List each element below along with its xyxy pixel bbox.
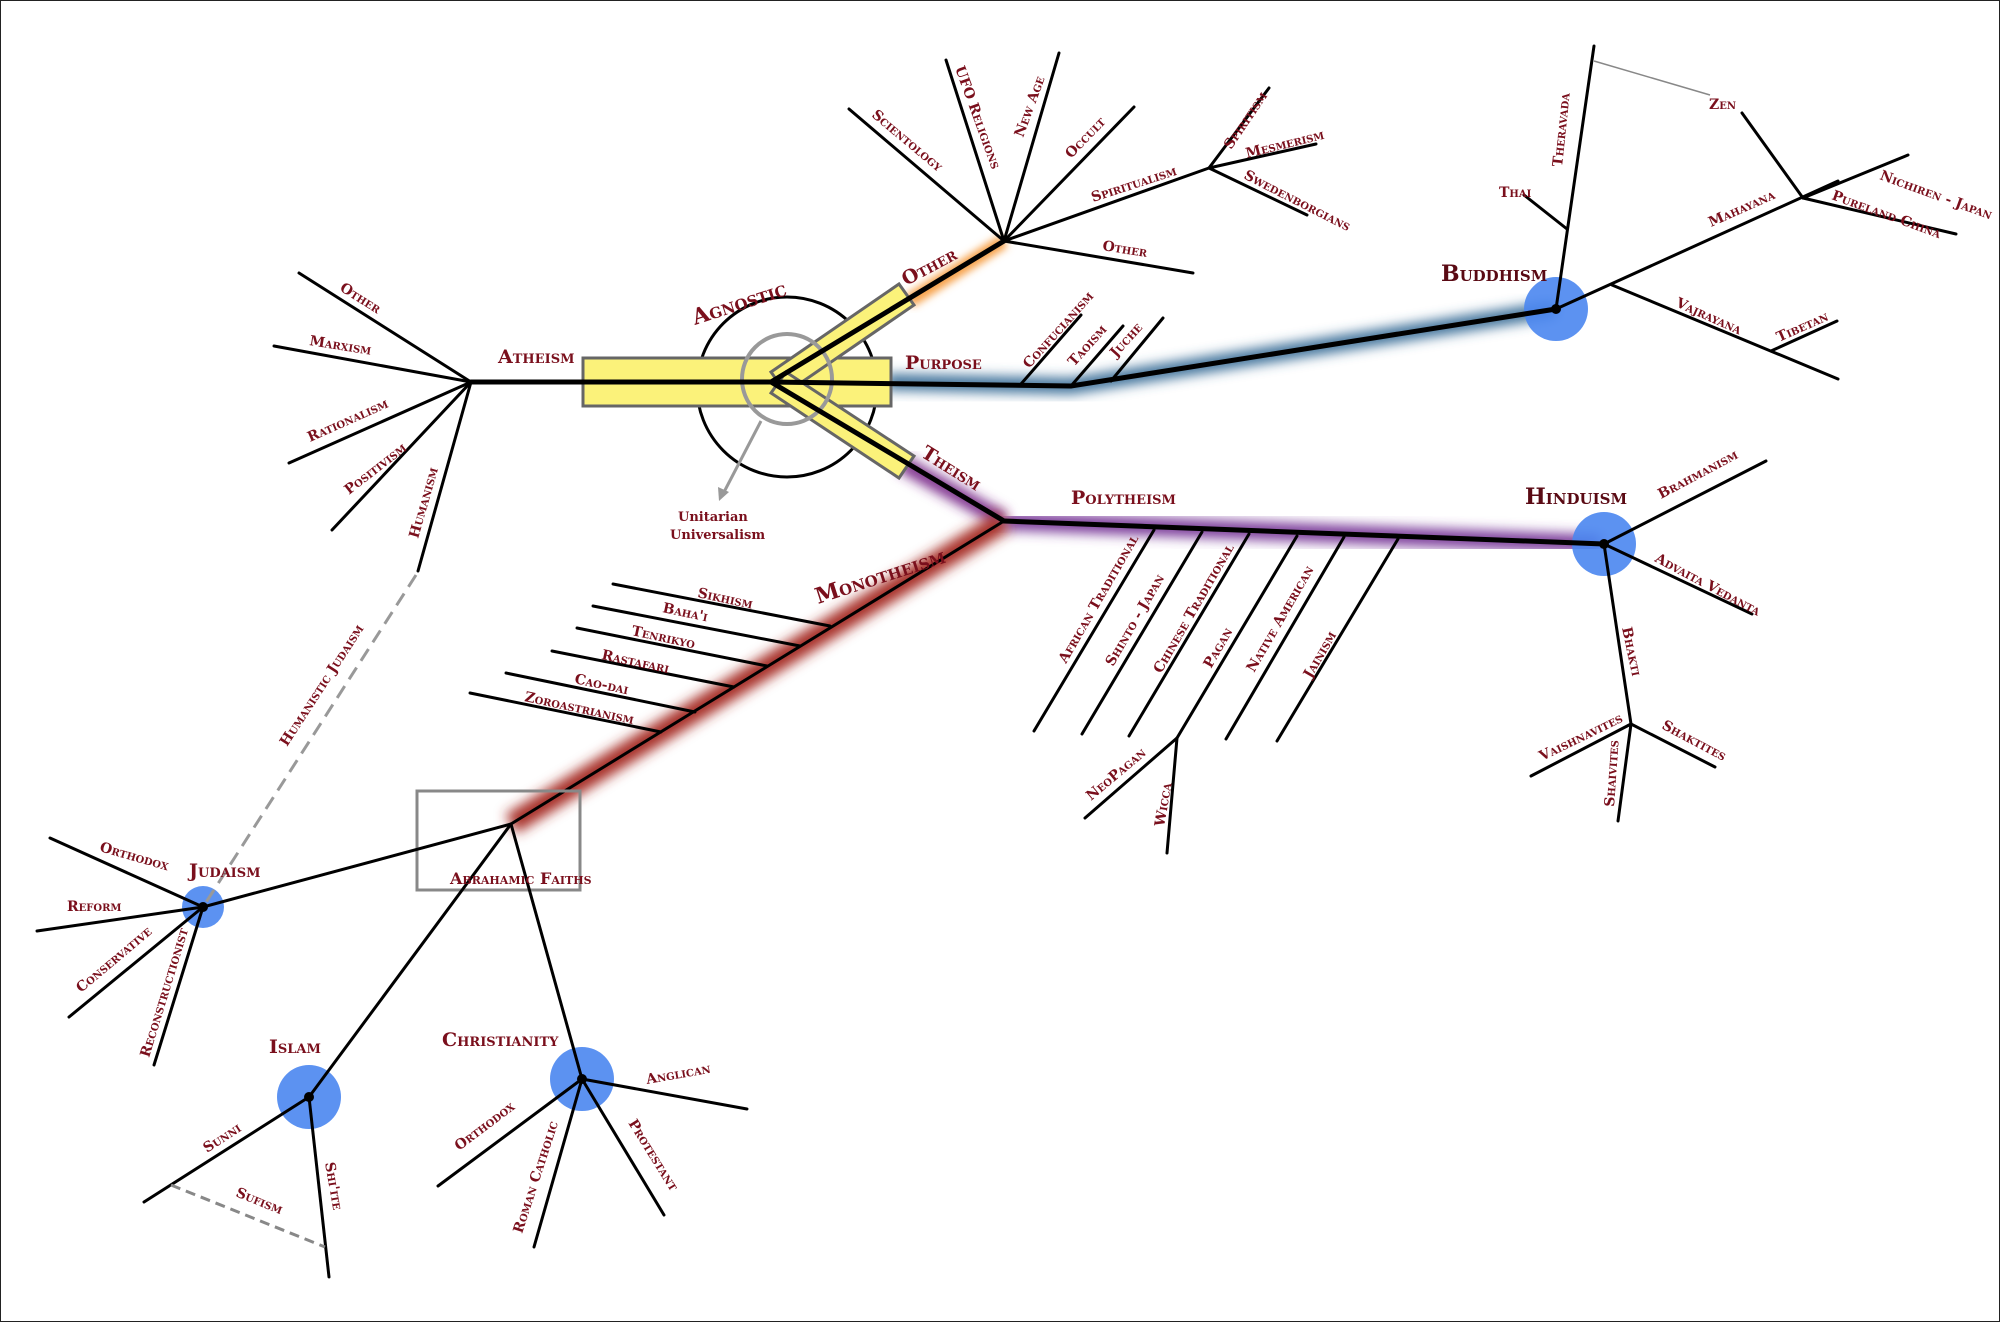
reform-label: Reform: [67, 899, 121, 915]
positivism-label: Positivism: [342, 440, 410, 498]
unitarian-circle: [740, 332, 834, 426]
anglican-label: Anglican: [644, 1061, 712, 1088]
hub-layer: [182, 277, 1636, 1129]
scientology-label: Scientology: [868, 107, 946, 176]
purpose-glow: [885, 301, 1558, 395]
shiite-label: Shi'ite: [321, 1161, 345, 1212]
judaism-title: Judaism: [187, 860, 261, 882]
purpose-branches: [1019, 313, 1165, 388]
shaivites-label: Shaivites: [1602, 740, 1623, 808]
buddhism-branches: [1522, 44, 1958, 381]
islam-branches: [142, 1095, 331, 1279]
polytheism-branches: [1032, 528, 1400, 855]
unitarian-label-line1: Unitarian: [678, 510, 748, 525]
rastafari-label: Rastafari: [600, 647, 671, 677]
hinduism-title: Hinduism: [1525, 484, 1627, 510]
mesmerism-label: Mesmerism: [1244, 127, 1326, 162]
atheism-branches: [201, 271, 473, 908]
conservative-label: Conservative: [73, 923, 155, 996]
abrahamic-faiths-box: [415, 789, 582, 892]
advaita-vedanta-label: Advaita Vedanta: [1651, 550, 1763, 620]
native-american-label: Native American: [1244, 563, 1318, 675]
monotheism-branches: [415, 582, 832, 892]
vajrayana-label: Vajrayana: [1672, 295, 1744, 339]
unitarian-arrow: [721, 420, 763, 495]
zen-label: Zen: [1709, 97, 1736, 113]
unitarian-label-line2: Universalism: [670, 528, 765, 543]
judaism-branches: [35, 836, 205, 1067]
abrahamic-branches: [201, 822, 584, 1099]
judaism-orthodox-label: Orthodox: [98, 839, 171, 874]
other-other-label: Other: [1101, 238, 1149, 261]
swedenborgians-label: Swedenborgians: [1241, 167, 1353, 235]
christianity-title: Christianity: [442, 1029, 559, 1051]
thai-label: Thai: [1499, 185, 1532, 201]
protestant-label: Protestant: [625, 1117, 682, 1195]
purpose-label: Purpose: [905, 352, 982, 374]
jainism-label: Jainism: [1300, 629, 1340, 683]
labels: Agnostic Atheism Purpose Other Theism Un…: [67, 64, 1994, 1235]
tenrikyo-label: Tenrikyo: [630, 623, 697, 652]
reconstructionist-label: Reconstructionist: [138, 926, 193, 1059]
other-branches: [847, 51, 1318, 275]
wicca-label: Wicca: [1152, 781, 1176, 828]
agnostic-hub: [581, 281, 917, 501]
neopagan-label: NeoPagan: [1083, 745, 1149, 804]
arrow-head-icon: [718, 487, 729, 501]
polytheism-title: Polytheism: [1071, 487, 1176, 509]
agnostic-label: Agnostic: [688, 276, 790, 331]
buddhism-title: Buddhism: [1441, 261, 1547, 287]
sufism-link: [170, 1183, 326, 1249]
abrahamic-faiths-label: Abrahamic Faiths: [449, 869, 592, 888]
taoism-label: Taoism: [1065, 322, 1110, 370]
islam-title: Islam: [269, 1036, 321, 1058]
theravada-label: Theravada: [1550, 92, 1574, 168]
humanistic-judaism-label: Humanistic Judaism: [277, 622, 367, 749]
sufism-label: Sufism: [234, 1185, 285, 1218]
hub-dots: [198, 304, 1609, 1102]
christianity-branches: [436, 1077, 749, 1249]
atheism-label: Atheism: [497, 346, 574, 368]
christian-orthodox-label: Orthodox: [452, 1099, 518, 1155]
hinduism-branches: [1529, 459, 1768, 823]
